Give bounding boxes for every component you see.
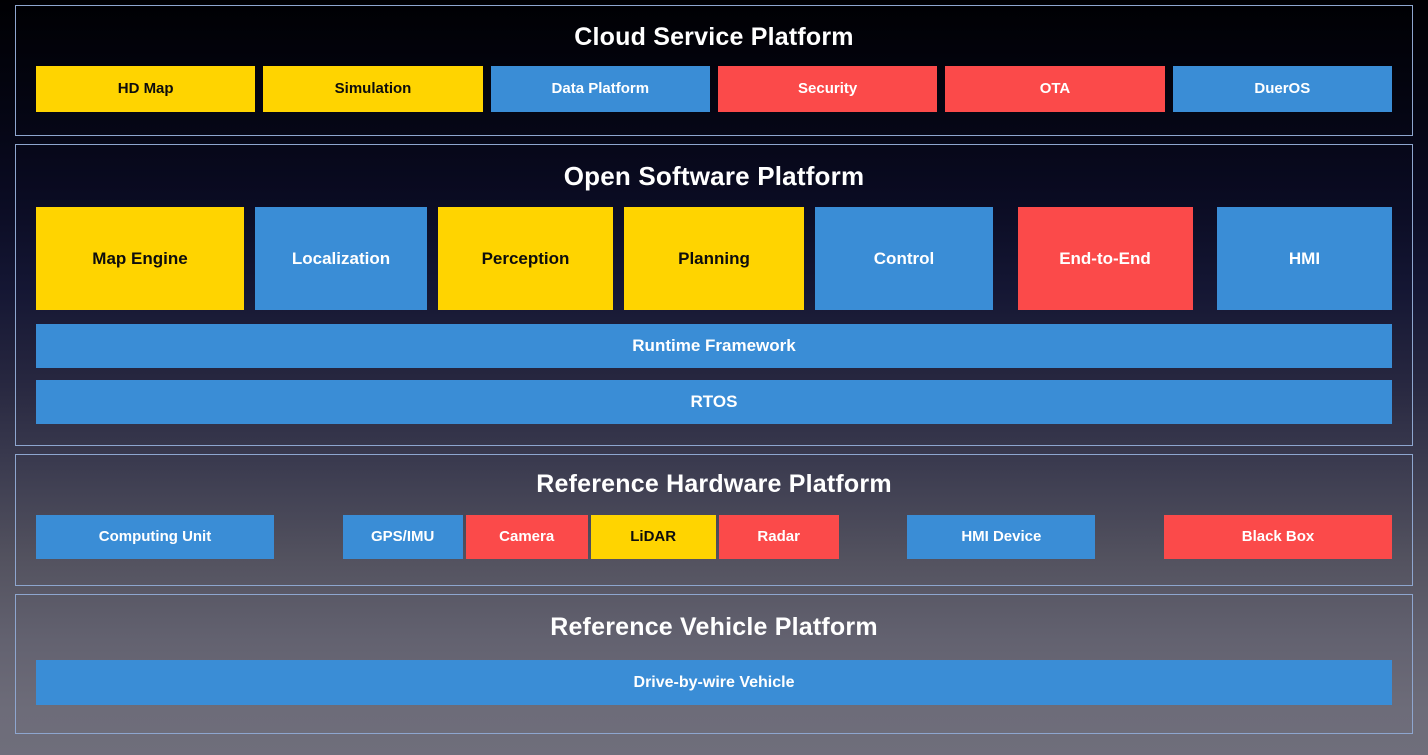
block-data-platform[interactable]: Data Platform	[490, 66, 710, 112]
layer-title-hardware: Reference Hardware Platform	[536, 470, 892, 498]
vehicle-block-row: Drive-by-wire Vehicle	[36, 660, 1392, 705]
software-row-spacer	[1004, 207, 1007, 310]
layer-cloud-service-platform: Cloud Service Platform HD Map Simulation…	[15, 5, 1413, 136]
block-perception[interactable]: Perception	[438, 207, 613, 310]
block-hmi[interactable]: HMI	[1217, 207, 1392, 310]
block-hmi-device[interactable]: HMI Device	[907, 515, 1096, 559]
sensor-group: GPS/IMU Camera LiDAR Radar	[342, 515, 839, 559]
bar-drive-by-wire-vehicle[interactable]: Drive-by-wire Vehicle	[36, 660, 1392, 705]
block-control[interactable]: Control	[815, 207, 993, 310]
layer-reference-vehicle-platform: Reference Vehicle Platform Drive-by-wire…	[15, 594, 1413, 734]
block-lidar[interactable]: LiDAR	[590, 515, 716, 559]
cloud-block-row: HD Map Simulation Data Platform Security…	[36, 66, 1392, 112]
block-gps-imu[interactable]: GPS/IMU	[342, 515, 463, 559]
software-block-row: Map Engine Localization Perception Plann…	[36, 207, 1392, 310]
layer-reference-hardware-platform: Reference Hardware Platform Computing Un…	[15, 454, 1413, 586]
block-black-box[interactable]: Black Box	[1164, 515, 1393, 559]
block-map-engine[interactable]: Map Engine	[36, 207, 244, 310]
block-radar[interactable]: Radar	[718, 515, 839, 559]
block-localization[interactable]: Localization	[255, 207, 427, 310]
architecture-stack: Cloud Service Platform HD Map Simulation…	[15, 5, 1413, 750]
block-ota[interactable]: OTA	[945, 66, 1165, 112]
block-simulation[interactable]: Simulation	[263, 66, 483, 112]
block-planning[interactable]: Planning	[624, 207, 804, 310]
block-computing-unit[interactable]: Computing Unit	[36, 515, 274, 559]
layer-title-cloud: Cloud Service Platform	[574, 23, 854, 51]
layer-title-vehicle: Reference Vehicle Platform	[550, 613, 878, 641]
layer-open-software-platform: Open Software Platform Map Engine Locali…	[15, 144, 1413, 446]
bar-rtos[interactable]: RTOS	[36, 380, 1392, 424]
hardware-block-row: Computing Unit GPS/IMU Camera LiDAR Rada…	[36, 515, 1393, 559]
block-hd-map[interactable]: HD Map	[36, 66, 256, 112]
block-camera[interactable]: Camera	[465, 515, 588, 559]
bar-runtime-framework[interactable]: Runtime Framework	[36, 324, 1392, 368]
block-security[interactable]: Security	[717, 66, 938, 112]
software-row-spacer-2	[1204, 207, 1207, 310]
block-end-to-end[interactable]: End-to-End	[1017, 207, 1193, 310]
layer-title-software: Open Software Platform	[563, 161, 865, 191]
block-dueros[interactable]: DuerOS	[1172, 66, 1392, 112]
